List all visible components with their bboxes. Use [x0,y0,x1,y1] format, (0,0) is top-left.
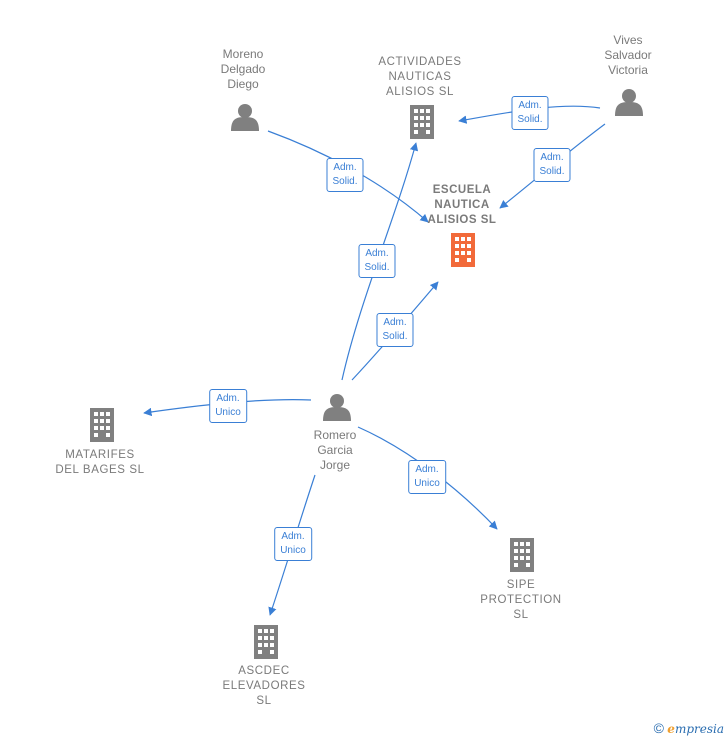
person-icon-moreno[interactable] [231,104,259,131]
building-icon-actividades[interactable] [410,105,434,139]
building-icon-ascdec[interactable] [254,625,278,659]
edge-label-vives-actividades[interactable]: Adm. Solid. [511,96,549,130]
edge-label-romero-sipe[interactable]: Adm. Unico [408,460,446,494]
building-icon-escuela[interactable] [451,233,475,267]
building-icon-matarifes[interactable] [90,408,114,442]
edge-label-romero-escuela[interactable]: Adm. Solid. [376,313,414,347]
node-label-moreno[interactable]: Moreno Delgado Diego [220,47,266,91]
node-label-sipe[interactable]: SIPE PROTECTION SL [480,579,562,621]
node-label-ascdec[interactable]: ASCDEC ELEVADORES SL [222,665,306,707]
empresia-watermark: © empresia [654,720,724,736]
node-label-matarifes[interactable]: MATARIFES DEL BAGES SL [55,449,145,476]
brand-logo: empresia [667,722,724,736]
person-icon-vives[interactable] [615,89,643,116]
edge-label-romero-matarifes[interactable]: Adm. Unico [209,389,247,423]
person-icon-romero[interactable] [323,394,351,421]
node-label-vives[interactable]: Vives Salvador Victoria [604,33,652,77]
node-label-actividades[interactable]: ACTIVIDADES NAUTICAS ALISIOS SL [378,56,462,98]
node-label-escuela[interactable]: ESCUELA NAUTICA ALISIOS SL [427,184,497,226]
edge-label-moreno-escuela[interactable]: Adm. Solid. [326,158,364,192]
edge-label-romero-actividades[interactable]: Adm. Solid. [358,244,396,278]
edge-label-romero-ascdec[interactable]: Adm. Unico [274,527,312,561]
edge-label-vives-escuela[interactable]: Adm. Solid. [533,148,571,182]
building-icon-sipe[interactable] [510,538,534,572]
node-label-romero[interactable]: Romero Garcia Jorge [313,428,357,472]
copyright-symbol: © [653,720,664,736]
